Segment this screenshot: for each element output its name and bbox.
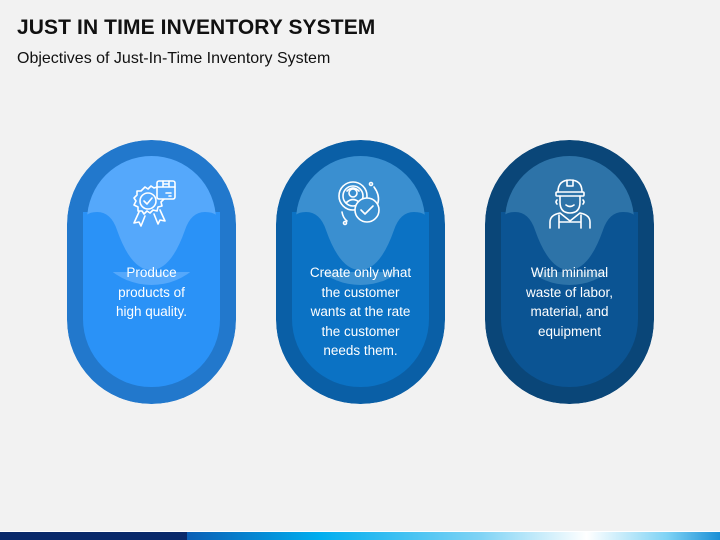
card-text: With minimal waste of labor, material, a…: [525, 265, 614, 339]
customer-check-icon: [337, 181, 380, 226]
page-title: JUST IN TIME INVENTORY SYSTEM: [17, 16, 376, 39]
wave-overlay: [83, 212, 220, 272]
objective-card-waste: With minimal waste of labor, material, a…: [485, 140, 654, 404]
footer-bar-gradient: [187, 532, 720, 540]
footer-bar: [0, 532, 720, 540]
wave-overlay: [501, 212, 638, 272]
wave-overlay: [292, 212, 429, 272]
footer-bar-dark: [0, 532, 187, 540]
card-text: Create only what the customer wants at t…: [309, 265, 412, 358]
quality-badge-box-icon: [132, 180, 176, 227]
card-text: Produce products of high quality.: [115, 265, 188, 319]
worker-helmet-icon: [548, 179, 591, 229]
footer-divider: [0, 531, 720, 532]
page-subtitle: Objectives of Just-In-Time Inventory Sys…: [17, 50, 331, 67]
objective-card-quality: Produce products of high quality.: [67, 140, 236, 404]
objective-card-customer: Create only what the customer wants at t…: [276, 140, 445, 404]
